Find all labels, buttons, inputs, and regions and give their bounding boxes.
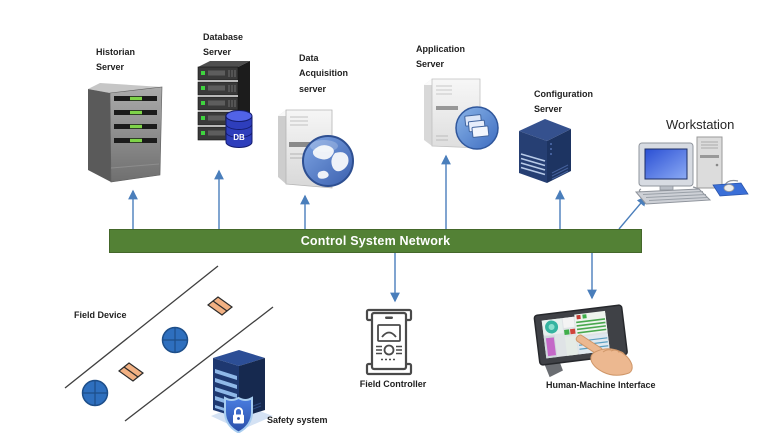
shield-lock-icon xyxy=(224,396,253,433)
configuration-server-label: Configuration Server xyxy=(534,89,593,115)
network-bus: Control System Network xyxy=(109,229,642,253)
safety-system-label: Safety system xyxy=(267,415,328,425)
database-server-label: Database Server xyxy=(203,32,244,58)
db-badge: DB xyxy=(233,133,245,142)
field-line-upper xyxy=(64,265,219,389)
field-controller-label: Field Controller xyxy=(359,379,427,389)
application-ball-icon xyxy=(455,106,499,150)
data-acquisition-server-label: Data Acquisition server xyxy=(299,53,348,94)
application-server-icon xyxy=(424,78,499,150)
instrument-diamond-2 xyxy=(118,362,144,382)
safety-system-icon xyxy=(211,350,273,433)
hmi-label: Human-Machine Interface xyxy=(546,380,656,390)
workstation-label: Workstation xyxy=(666,117,735,132)
field-line-lower xyxy=(124,306,274,422)
valve-circle-2 xyxy=(81,379,109,407)
network-bus-label: Control System Network xyxy=(300,234,451,248)
hand-icon xyxy=(575,334,633,376)
configuration-server-icon xyxy=(519,119,571,183)
database-server-icon: DB xyxy=(197,61,253,148)
connector-workstation xyxy=(618,195,647,230)
historian-server-icon xyxy=(88,83,163,183)
data-acquisition-server-icon xyxy=(278,109,354,189)
instrument-diamond-1 xyxy=(207,296,233,316)
workstation-icon xyxy=(634,136,749,205)
valve-circle-1 xyxy=(161,326,189,354)
globe-icon xyxy=(302,135,354,187)
mouse xyxy=(723,184,735,192)
hmi-icon xyxy=(533,304,633,378)
field-device-label: Field Device xyxy=(74,310,127,320)
field-controller-icon xyxy=(365,308,413,376)
application-server-label: Application Server xyxy=(416,44,465,70)
db-cylinder: DB xyxy=(225,110,253,148)
historian-server-label: Historian Server xyxy=(96,47,136,73)
